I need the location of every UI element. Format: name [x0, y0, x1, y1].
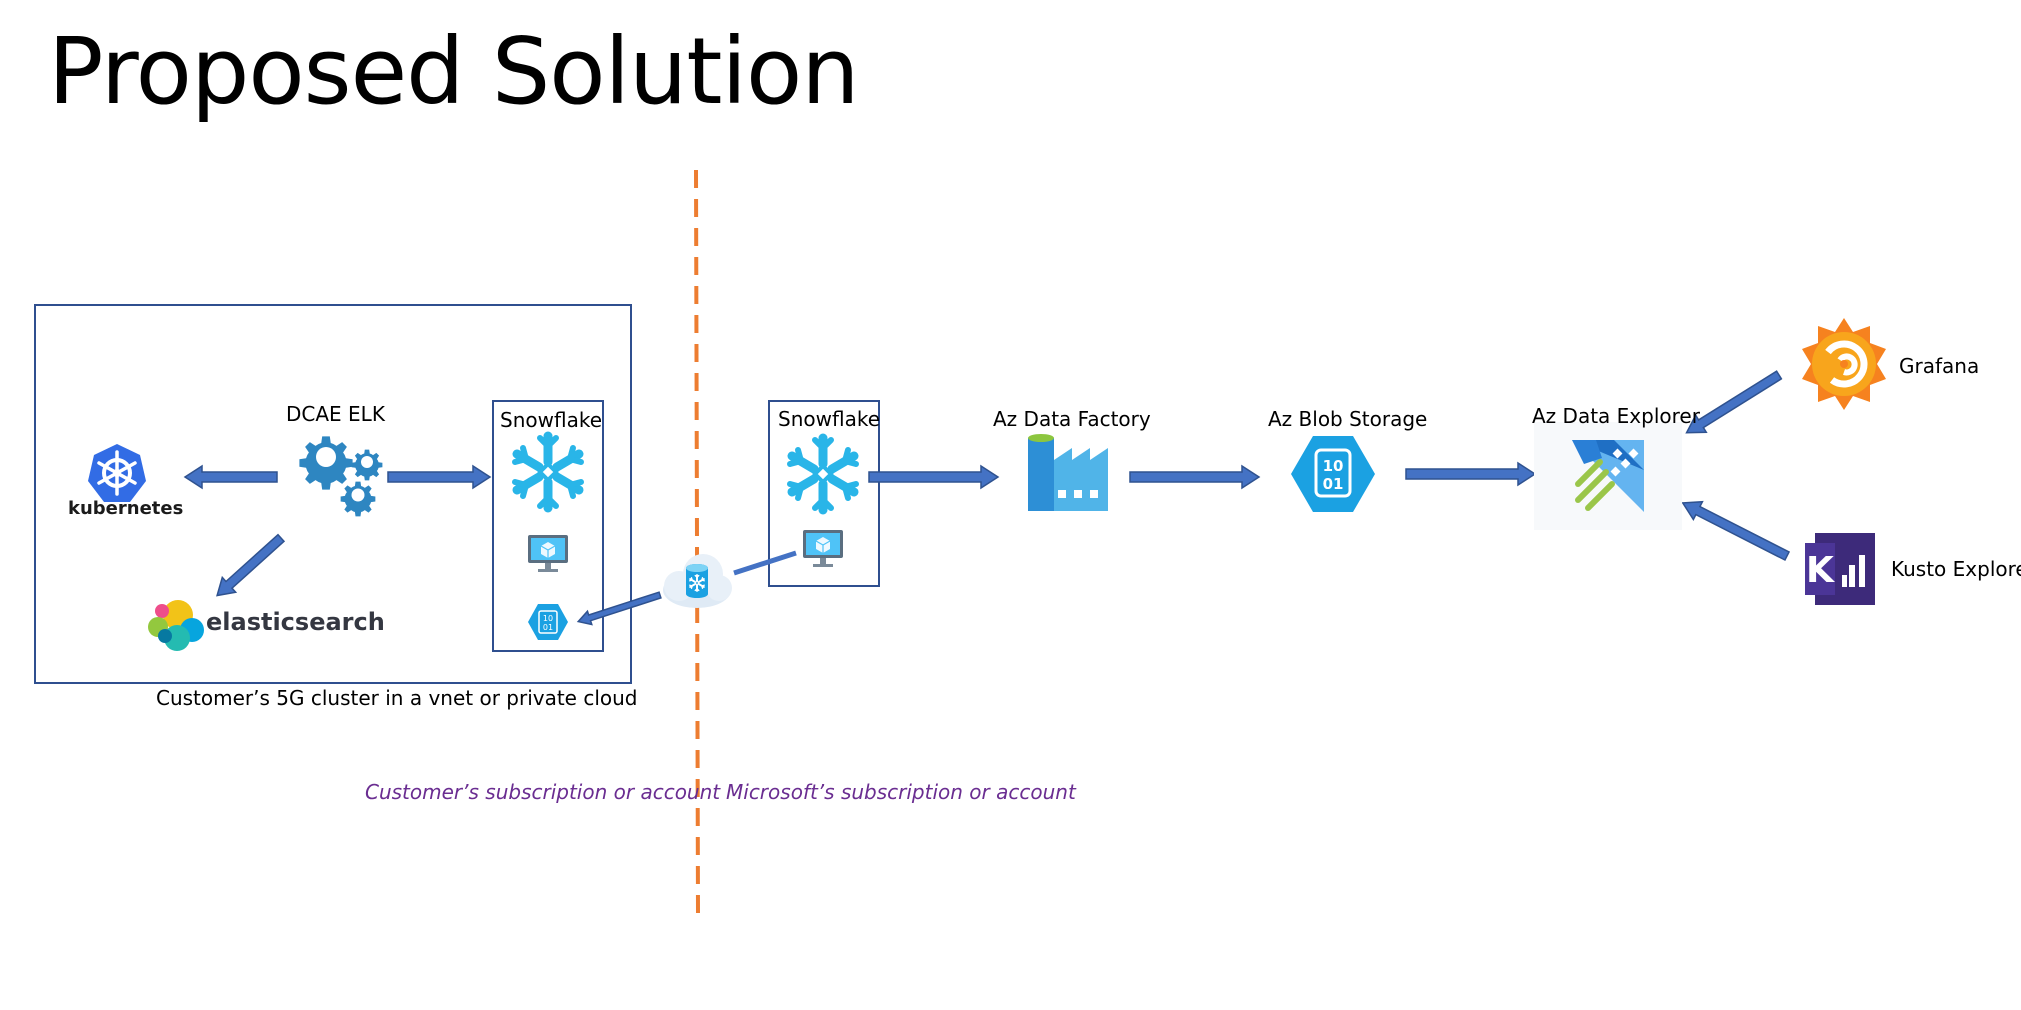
snowflake-cloud-icon: [663, 554, 732, 608]
microsoft-subscription-note: Microsoft’s subscription or account: [726, 780, 1076, 804]
dcae-elk-label: DCAE ELK: [286, 402, 385, 426]
data-factory-label: Az Data Factory: [993, 407, 1151, 431]
customer-blob-icon: 10 01: [528, 604, 568, 640]
customer-blob-text-bottom: 01: [543, 623, 553, 632]
blob-text-top: 10: [1323, 457, 1344, 475]
blob-storage-label: Az Blob Storage: [1268, 407, 1428, 431]
microsoft-vm-icon: [802, 529, 844, 568]
customer-subscription-note: Customer’s subscription or account: [365, 780, 721, 804]
arrows: [183, 370, 1791, 626]
customer-vm-icon: [527, 534, 569, 573]
microsoft-snowflake-box: [768, 400, 880, 587]
arrow-blob-to-data-explorer: [1405, 461, 1537, 487]
arrow-grafana-to-data-explorer: [1685, 370, 1783, 434]
data-explorer-icon: [1534, 422, 1682, 530]
arrow-dcae-to-snowflake: [387, 464, 492, 490]
arrow-data-factory-to-blob: [1129, 464, 1261, 490]
kusto-explorer-icon: K: [1805, 533, 1875, 605]
customer-blob-text-top: 10: [543, 614, 553, 623]
arrow-snowflake-to-data-factory: [868, 464, 1000, 490]
kubernetes-icon: [88, 444, 146, 502]
arrow-kusto-to-data-explorer: [1681, 500, 1791, 562]
customer-snowflake-label: Snowflake: [500, 408, 602, 432]
kusto-icon-letter: K: [1806, 550, 1835, 591]
arrow-dcae-to-elasticsearch: [216, 533, 286, 597]
blob-storage-icon: 10 01: [1291, 436, 1375, 512]
kubernetes-label: kubernetes: [68, 498, 184, 519]
arrow-cloud-to-customer-blob: [576, 591, 662, 626]
elasticsearch-icon: [148, 600, 204, 651]
blob-text-bottom: 01: [1323, 475, 1344, 493]
kusto-explorer-label: Kusto Explorer: [1891, 557, 2021, 581]
customer-snowflake-icon: [515, 436, 581, 508]
data-factory-icon: [1028, 434, 1108, 511]
microsoft-snowflake-icon: [790, 438, 856, 510]
microsoft-snowflake-label: Snowflake: [778, 407, 880, 431]
grafana-label: Grafana: [1899, 354, 1980, 378]
elasticsearch-label: elasticsearch: [206, 608, 385, 636]
connector-vm-to-cloud: [733, 550, 797, 576]
grafana-icon: [1802, 318, 1886, 410]
data-explorer-label: Az Data Explorer: [1532, 404, 1700, 428]
customer-snowflake-box: [492, 400, 604, 652]
page-title: Proposed Solution: [48, 18, 860, 125]
dcae-gears-icon: [299, 436, 383, 517]
customer-cluster-caption: Customer’s 5G cluster in a vnet or priva…: [156, 686, 638, 710]
arrow-dcae-to-kubernetes: [183, 464, 278, 490]
customer-cluster-box: [34, 304, 632, 684]
subscription-divider: [694, 169, 700, 915]
